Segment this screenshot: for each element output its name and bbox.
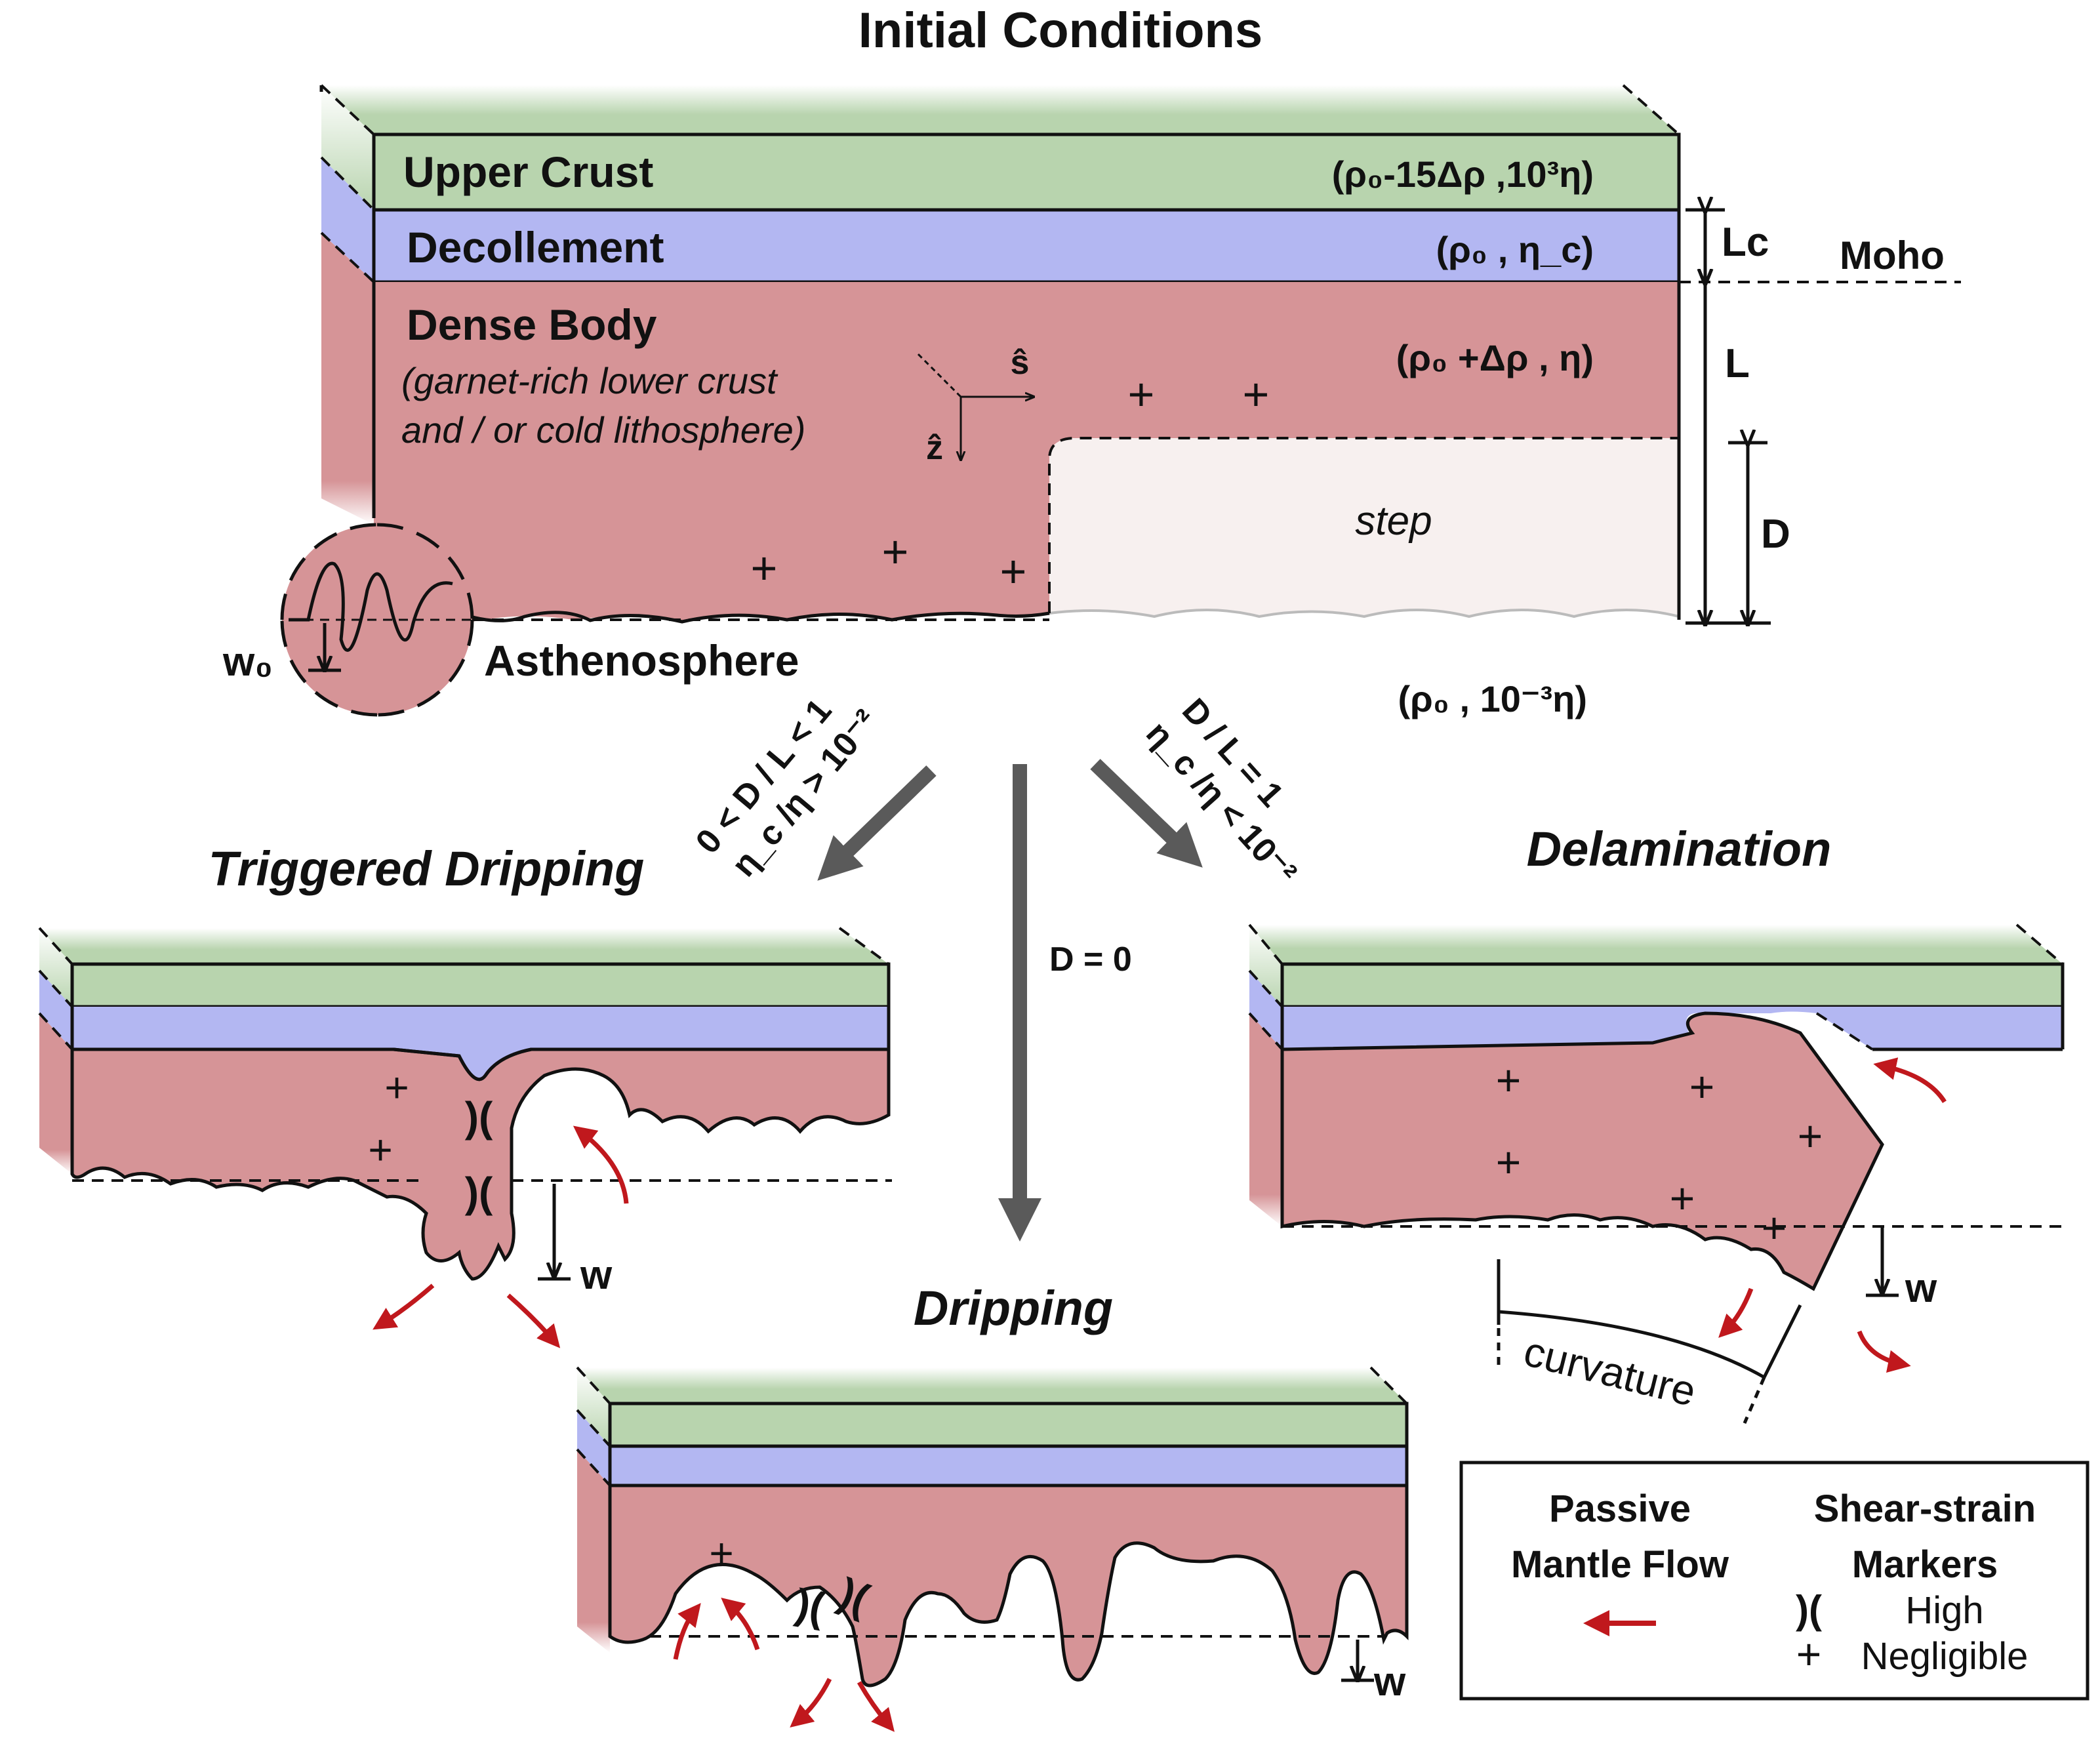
perturbation-magnifier: w₀: [222, 523, 474, 717]
upper-crust-label: Upper Crust: [403, 148, 653, 196]
side-face-decollement: [321, 157, 374, 282]
shear-marker: )(: [465, 1093, 493, 1141]
legend-high-label: High: [1905, 1589, 1983, 1632]
coordinate-axes: ŝ ẑ: [917, 344, 1033, 467]
triggered-w-label: w: [580, 1253, 613, 1298]
dripping-block: + )( )( w: [576, 1366, 1409, 1732]
step-bottom-line: [1049, 609, 1680, 618]
asthenosphere-label: Asthenosphere: [484, 636, 799, 685]
center-condition: D = 0: [1049, 940, 1132, 979]
mid2-left-dash: [320, 232, 375, 283]
right-branch-arrow: [1090, 759, 1203, 868]
mid-left-dash: [320, 156, 375, 211]
top-right-dash: [1622, 84, 1680, 136]
initial-conditions-block: Upper Crust (ρ₀-15Δρ ,10³η) Decollement …: [222, 84, 1961, 719]
plus-marker: +: [1670, 1174, 1695, 1223]
branch-arrows: [817, 759, 1203, 1242]
step-label: step: [1355, 498, 1432, 544]
plus-marker: +: [1689, 1062, 1715, 1111]
w0-label: w₀: [222, 639, 273, 685]
plus-marker: +: [368, 1126, 392, 1173]
plus-marker: +: [1496, 1138, 1522, 1186]
dense-body-subtitle-1: (garnet-rich lower crust: [401, 360, 778, 401]
plus-marker: +: [709, 1529, 733, 1577]
negligible-markers-initial: + + + + +: [751, 369, 1270, 597]
dense-body-props: (ρ₀ +Δρ , η): [1396, 337, 1594, 378]
asthenosphere-props: (ρ₀ , 10⁻³η): [1398, 678, 1587, 719]
triggered-dripping-title: Triggered Dripping: [209, 841, 645, 896]
triggered-dripping-block: + + )( )( w: [38, 927, 892, 1348]
delamination-w-label: w: [1905, 1266, 1937, 1311]
z-hat-label: ẑ: [926, 429, 943, 467]
top-face: [321, 85, 1679, 134]
top-left-dash: [320, 84, 375, 136]
decollement-layer: [372, 208, 1681, 284]
s-hat-label: ŝ: [1011, 344, 1030, 382]
shear-marker: )(: [465, 1169, 493, 1216]
dense-body-label: Dense Body: [407, 300, 657, 349]
plus-marker: +: [1496, 1056, 1522, 1104]
legend-negligible-marker: +: [1796, 1630, 1822, 1678]
dripping-w-label: w: [1373, 1659, 1406, 1705]
dense-body-bottom-line: [458, 611, 1050, 624]
delamination-title: Delamination: [1527, 822, 1832, 876]
plus-marker: +: [882, 526, 909, 577]
legend-passive-line2: Mantle Flow: [1511, 1543, 1729, 1586]
diagram-title: Initial Conditions: [858, 3, 1262, 58]
legend-shear-line2: Markers: [1852, 1543, 1998, 1586]
plus-marker: +: [1798, 1112, 1823, 1160]
plus-marker: +: [1243, 369, 1270, 420]
d-label: D: [1761, 512, 1790, 557]
dense-body-subtitle-2: and / or cold lithosphere): [401, 409, 805, 451]
legend-passive-line1: Passive: [1549, 1487, 1691, 1530]
plus-marker: +: [751, 542, 778, 594]
side-face-upper: [321, 85, 374, 210]
legend-high-marker: )(: [1796, 1588, 1822, 1632]
side-face-dense: [321, 233, 374, 525]
left-branch-arrow: [817, 765, 937, 881]
decollement-props: (ρ₀ , η_c): [1436, 229, 1594, 270]
step-region: [1049, 438, 1679, 616]
plus-marker: +: [1000, 546, 1027, 597]
delamination-block: + + + + + + w curvature: [1248, 923, 2066, 1424]
legend-negligible-label: Negligible: [1861, 1635, 2029, 1678]
moho-label: Moho: [1840, 233, 1945, 277]
dimension-lines: [1679, 210, 1961, 623]
decollement-label: Decollement: [407, 223, 664, 272]
dripping-title: Dripping: [914, 1281, 1113, 1335]
dense-body-layer: [374, 282, 1679, 622]
upper-crust-props: (ρ₀-15Δρ ,10³η): [1332, 153, 1594, 195]
l-label: L: [1725, 341, 1750, 386]
lc-label: Lc: [1722, 220, 1769, 265]
legend-box: Passive Mantle Flow Shear-strain Markers…: [1459, 1461, 2090, 1701]
plus-marker: +: [1128, 369, 1155, 420]
plus-marker: +: [384, 1064, 409, 1111]
legend-shear-line1: Shear-strain: [1814, 1487, 2036, 1530]
plus-marker: +: [1762, 1203, 1787, 1252]
